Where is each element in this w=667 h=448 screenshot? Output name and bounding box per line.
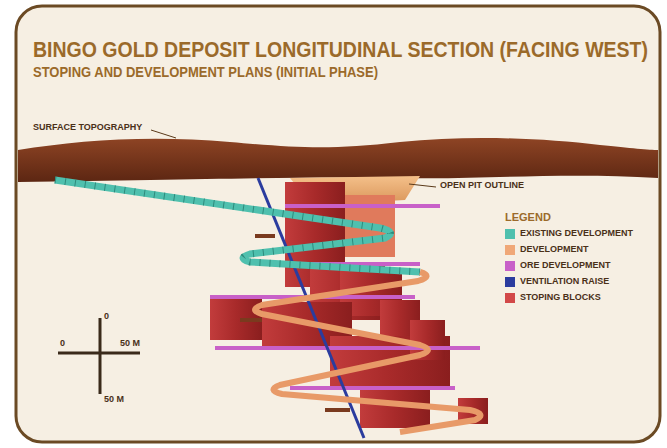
planned-decline xyxy=(255,272,480,432)
stope-block xyxy=(210,298,262,340)
stub xyxy=(240,318,262,322)
legend-label: DEVELOPMENT xyxy=(520,245,589,255)
scale-number: 0 xyxy=(104,312,109,322)
existing-decline-ticks xyxy=(55,180,420,272)
legend-swatch xyxy=(505,245,515,255)
ore-drive xyxy=(290,386,455,390)
legend-label: STOPING BLOCKS xyxy=(520,293,601,303)
legend-swatch xyxy=(505,277,515,287)
subtitle: STOPING AND DEVELOPMENT PLANS (INITIAL P… xyxy=(33,64,378,81)
scale-number: 50 M xyxy=(104,395,124,405)
stoping-blocks xyxy=(210,182,488,428)
ore-drive xyxy=(285,204,440,208)
legend-swatch xyxy=(505,293,515,303)
ore-drive xyxy=(215,346,480,350)
ore-development xyxy=(210,206,480,388)
scale-number: 50 M xyxy=(120,339,140,349)
legend-label: ORE DEVELOPMENT xyxy=(520,261,611,271)
stub xyxy=(325,408,350,412)
development-stubs xyxy=(240,236,350,410)
scale-cross xyxy=(58,318,140,394)
legend-row: ORE DEVELOPMENT xyxy=(505,261,611,271)
scale-number: 0 xyxy=(60,339,65,349)
leader-line xyxy=(409,184,436,187)
legend-row: DEVELOPMENT xyxy=(505,245,589,255)
legend-heading: LEGEND xyxy=(505,211,551,223)
callout-label: SURFACE TOPOGRAPHY xyxy=(33,123,142,133)
surface-topography xyxy=(18,138,658,182)
legend-row: VENTILATION RAISE xyxy=(505,277,609,287)
legend-row: EXISTING DEVELOPMENT xyxy=(505,229,633,239)
panel-frame xyxy=(16,6,660,442)
legend-swatch xyxy=(505,229,515,239)
legend-swatch xyxy=(505,261,515,271)
scale-bar-horizontal xyxy=(58,352,140,355)
legend-label: EXISTING DEVELOPMENT xyxy=(520,229,633,239)
existing-decline xyxy=(55,180,420,272)
legend-row: STOPING BLOCKS xyxy=(505,293,601,303)
scale-bar-vertical xyxy=(99,318,102,394)
stope-block xyxy=(360,390,430,428)
callout-label: OPEN PIT OUTLINE xyxy=(440,181,524,191)
title: BINGO GOLD DEPOSIT LONGITUDINAL SECTION … xyxy=(33,38,648,62)
leader-line xyxy=(151,130,176,138)
stub xyxy=(255,234,275,238)
legend-label: VENTILATION RAISE xyxy=(520,277,609,287)
